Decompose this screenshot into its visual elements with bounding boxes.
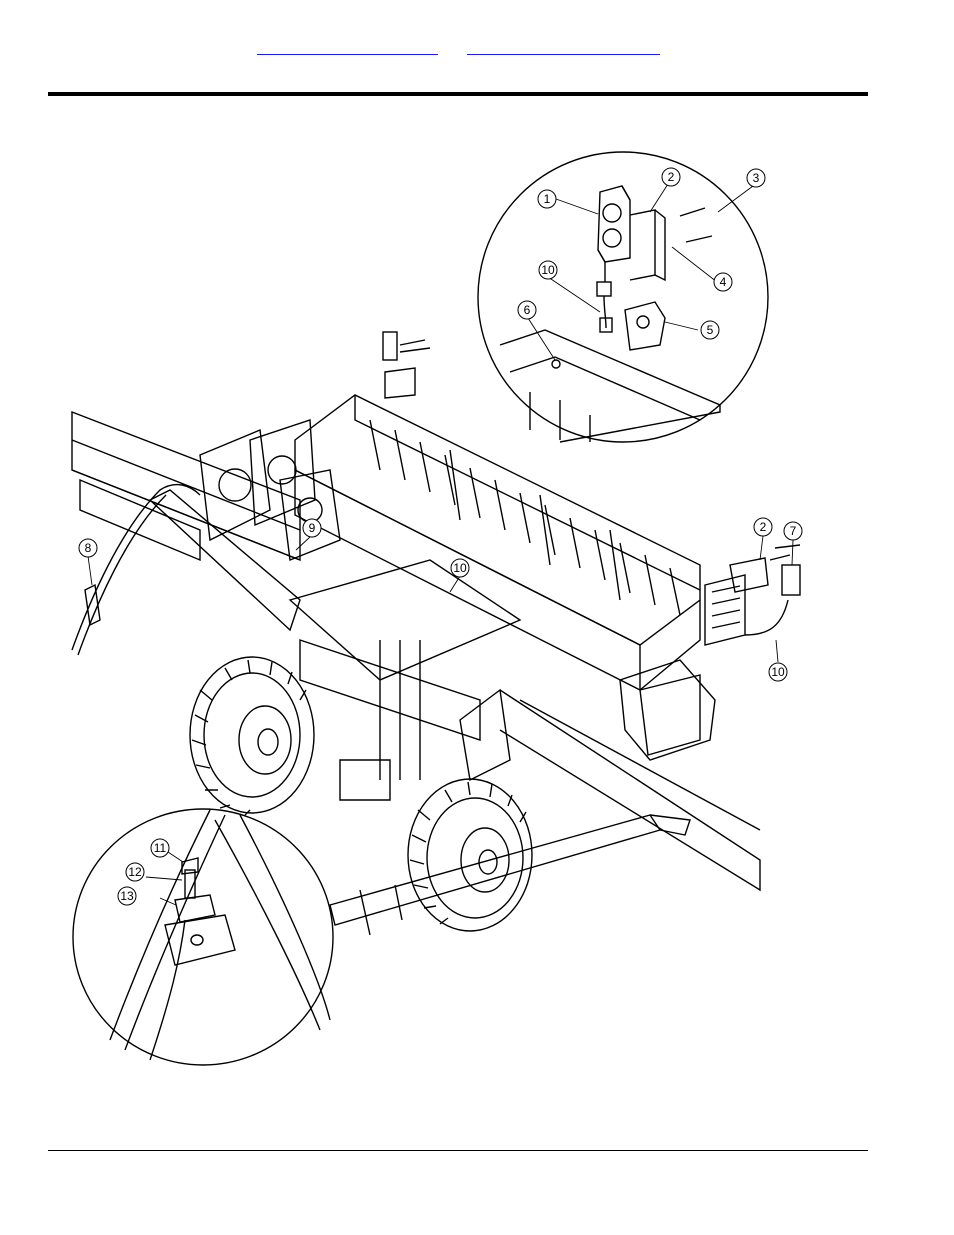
callout-11: 11: [151, 839, 169, 857]
callout-7: 7: [784, 522, 802, 540]
svg-text:1: 1: [544, 192, 551, 206]
header-link-1[interactable]: [257, 38, 438, 55]
callout-9: 9: [303, 519, 321, 537]
callout-1: 1: [538, 190, 556, 208]
callout-10-center: 10: [451, 559, 469, 577]
header-links: [0, 38, 954, 58]
right-wheel: [408, 779, 532, 931]
svg-text:12: 12: [128, 865, 142, 879]
callout-2-right: 2: [754, 518, 772, 536]
svg-text:10: 10: [541, 263, 555, 277]
detail-circle-top: [478, 152, 768, 442]
seed-hopper: [295, 395, 700, 690]
callout-10-top: 10: [539, 261, 557, 279]
svg-text:6: 6: [524, 303, 531, 317]
svg-text:8: 8: [85, 541, 92, 555]
svg-text:13: 13: [120, 889, 134, 903]
callout-2-top: 2: [662, 168, 680, 186]
hydraulic-hose: [72, 485, 200, 655]
left-wheel: [190, 657, 314, 815]
svg-text:3: 3: [753, 171, 760, 185]
footer-rule: [48, 1150, 868, 1151]
callout-8: 8: [79, 539, 97, 557]
walkboard: [705, 575, 745, 645]
svg-text:2: 2: [668, 170, 675, 184]
svg-text:10: 10: [453, 561, 467, 575]
header-rule: [48, 92, 868, 96]
svg-text:4: 4: [720, 275, 727, 289]
svg-text:11: 11: [154, 841, 167, 855]
hitch-tongue: [330, 815, 690, 935]
svg-text:7: 7: [790, 524, 797, 538]
parts-diagram: 1 2 3 4 10 6 5 2: [60, 140, 820, 1080]
callout-12: 12: [126, 863, 144, 881]
svg-text:9: 9: [309, 521, 316, 535]
callout-3: 3: [747, 169, 765, 187]
svg-text:5: 5: [707, 323, 714, 337]
callout-6: 6: [518, 301, 536, 319]
callout-13: 13: [118, 887, 136, 905]
lamp-bracket-left: [383, 332, 430, 398]
header-link-2[interactable]: [467, 38, 660, 55]
callout-4: 4: [714, 273, 732, 291]
callout-5: 5: [701, 321, 719, 339]
svg-text:10: 10: [771, 665, 785, 679]
svg-text:2: 2: [760, 520, 767, 534]
lamp-bracket-right: [730, 545, 800, 635]
callout-10-right: 10: [769, 663, 787, 681]
detail-circle-bottom: [73, 809, 333, 1065]
